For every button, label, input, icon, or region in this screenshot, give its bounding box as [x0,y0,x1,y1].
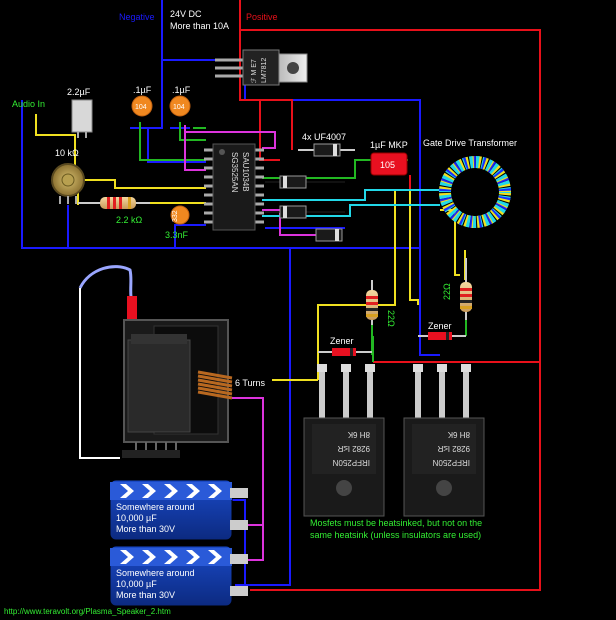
cap2-line2: 10,000 µF [116,579,157,589]
mosfet-1: 8H 6K 9282 I≤R IRFP250N [303,364,385,517]
electrolytic-capacitor-1: Somewhere around 10,000 µF More than 30V [109,479,248,541]
cap-code-b: 104 [173,104,185,111]
gdt-label: Gate Drive Transformer [423,138,517,148]
res-22-b-label: 22Ω [442,283,452,300]
voltage-regulator: ℱ M E7 LM7812 [215,49,308,86]
cap2-line1: Somewhere around [116,568,195,578]
ceramic-capacitor-a: 104 [131,95,153,117]
supply-label-line2: More than 10A [170,21,229,31]
negative-label: Negative [119,12,155,22]
cap1-line3: More than 30V [116,524,175,534]
zener-b-label: Zener [428,321,452,331]
source-url[interactable]: http://www.teravolt.org/Plasma_Speaker_2… [4,607,171,616]
ceramic-capacitor-b: 104 [169,95,191,117]
zener-diode-b [418,332,466,340]
diodes-label: 4x UF4007 [302,132,346,142]
mosfet-2-line3: IRFP250N [432,458,470,467]
cap-332-code: 332 [172,210,179,222]
gate-resistor-b [460,258,472,320]
potentiometer-10k [51,163,85,204]
mosfet-1-line3: IRFP250N [332,458,370,467]
res-2-2k-label: 2.2 kΩ [116,215,143,225]
pwm-controller-ic: SG3525AN SAU1034B [204,143,264,231]
supply-label-line1: 24V DC [170,9,202,19]
res-22-a-label: 22Ω [386,310,396,327]
positive-wires [239,0,541,591]
mkp-capacitor: 105 [370,152,408,176]
heatsink-note-line2: same heatsink (unless insulators are use… [310,530,481,540]
mosfet-2-line1: 8H 6K [447,430,470,439]
diode-1 [298,143,355,157]
cap-1uf-a-label: .1µF [133,85,152,95]
capacitor-3-3nf: 332 [170,205,190,225]
flyback-transformer [122,296,233,458]
six-turns-label: 6 Turns [235,378,266,388]
gate-drive-transformer [439,156,511,228]
regulator-text-line2: LM7812 [261,58,268,83]
mosfet-2: 8H 6K 9282 I≤R IRFP250N [403,364,485,517]
ic-text-line2: SAU1034B [241,152,250,192]
diode-3 [279,205,307,219]
zener-diode-a [318,348,372,356]
cap1-line1: Somewhere around [116,502,195,512]
regulator-text-line1: ℱ M E7 [250,59,258,83]
cap-1uf-b-label: .1µF [172,85,191,95]
gate-resistor-a [366,280,378,325]
audio-in-label: Audio In [12,99,45,109]
pot-label: 10 kΩ [55,148,79,158]
film-capacitor-2-2uf [71,99,93,138]
plasma-arc [78,265,133,459]
cap-3-3nf-label: 3.3nF [165,230,189,240]
positive-label: Positive [246,12,278,22]
cap2-line3: More than 30V [116,590,175,600]
cap-2-2uf-label: 2.2µF [67,87,91,97]
mkp-cap-code: 105 [380,160,395,170]
mkp-cap-label: 1µF MKP [370,140,408,150]
cap-code-a: 104 [135,104,147,111]
resistor-2-2k [78,197,206,209]
mosfet-2-line2: 9282 I≤R [437,444,470,453]
diode-2 [279,175,307,189]
mosfet-1-line2: 9282 I≤R [337,444,370,453]
ic-text-line1: SG3525AN [230,152,239,193]
electrolytic-capacitor-2: Somewhere around 10,000 µF More than 30V [109,545,248,607]
mosfet-1-line1: 8H 6K [347,430,370,439]
diode-4 [315,228,343,242]
zener-a-label: Zener [330,336,354,346]
heatsink-note-line1: Mosfets must be heatsinked, but not on t… [310,518,482,528]
cap1-line2: 10,000 µF [116,513,157,523]
